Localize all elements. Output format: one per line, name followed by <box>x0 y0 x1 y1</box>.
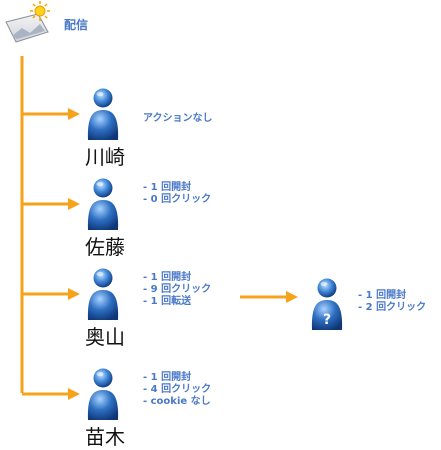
recipient-stats: - 1 回開封- 4 回クリック- cookie なし <box>143 372 211 408</box>
broadcast-sun-icon <box>5 1 50 43</box>
stat-line: アクションなし <box>143 113 213 124</box>
recipient-1-person-icon <box>87 88 119 140</box>
recipient-stats: アクションなし <box>143 113 213 125</box>
branch-arrow <box>22 108 80 120</box>
recipient-name: 川崎 <box>85 145 125 169</box>
recipient-2-person-icon <box>87 178 119 230</box>
stat-line: - 2 回クリック <box>358 302 427 313</box>
recipient-stats: - 1 回開封- 9 回クリック- 1 回転送 <box>143 272 211 308</box>
stat-line: - 1 回開封 <box>358 290 407 301</box>
stat-line: - 0 回クリック <box>143 194 212 205</box>
recipient-name: 奥山 <box>85 325 125 349</box>
recipient-stats: - 1 回開封- 0 回クリック <box>143 182 211 206</box>
recipient-3-person-icon <box>87 268 119 320</box>
stat-line: - cookie なし <box>143 396 211 407</box>
branch-arrow <box>22 198 80 210</box>
stat-line: - 1 回開封 <box>143 372 192 383</box>
branch-arrow <box>22 388 80 400</box>
forward-arrow <box>240 291 298 303</box>
recipient-stats: - 1 回開封- 2 回クリック <box>358 290 426 314</box>
stat-line: - 9 回クリック <box>143 284 212 295</box>
unknown-mark: ? <box>323 312 331 328</box>
recipient-name: 佐藤 <box>85 235 125 259</box>
stat-line: - 4 回クリック <box>143 384 212 395</box>
stat-line: - 1 回開封 <box>143 272 192 283</box>
source-label: 配信 <box>64 18 89 32</box>
unknown-person-icon: ? <box>311 278 343 330</box>
recipient-name: 苗木 <box>85 425 125 449</box>
branch-arrow <box>22 288 80 300</box>
recipient-4-person-icon <box>87 368 119 420</box>
stat-line: - 1 回開封 <box>143 182 192 193</box>
stat-line: - 1 回転送 <box>143 296 192 307</box>
